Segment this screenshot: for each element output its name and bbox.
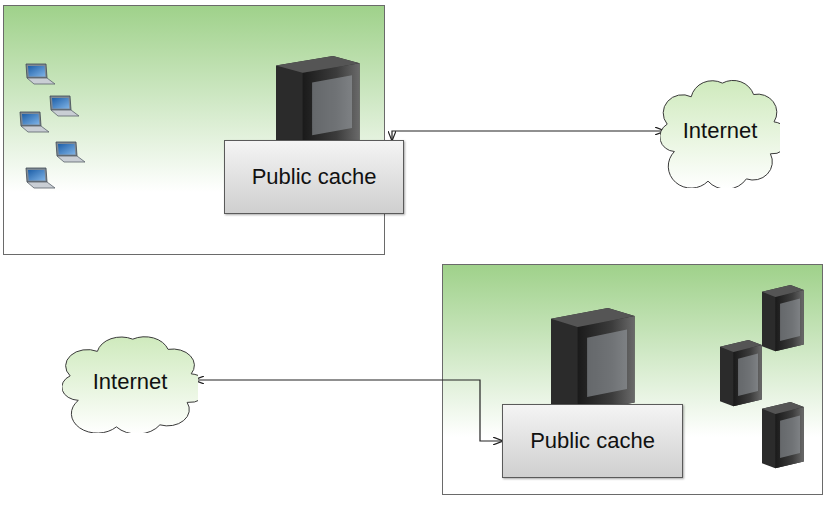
internet-cloud: Internet xyxy=(660,74,780,188)
node-label: Public cache xyxy=(252,165,377,189)
double-arrow xyxy=(392,131,664,140)
cache-box: Public cache xyxy=(224,140,404,214)
cache-box: Public cache xyxy=(502,404,683,478)
node-label: Internet xyxy=(93,370,168,394)
double-arrow xyxy=(195,380,502,441)
node-label: Public cache xyxy=(530,429,655,453)
node-label: Internet xyxy=(683,119,758,143)
internet-cloud: Internet xyxy=(62,331,198,433)
